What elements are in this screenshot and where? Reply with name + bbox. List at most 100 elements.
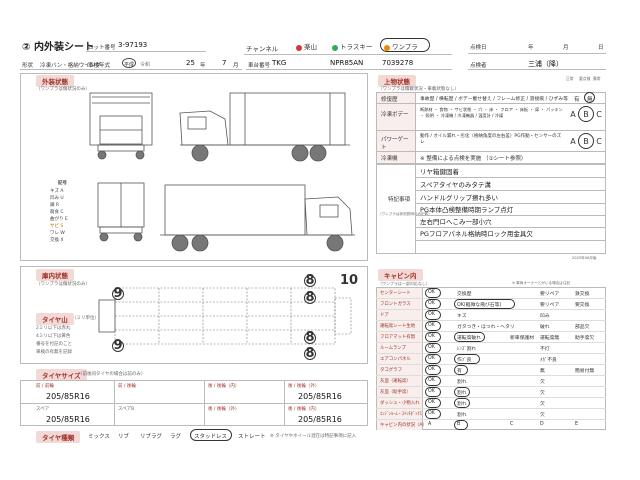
chassis-number: 7039278 [382,59,414,67]
cabin-option[interactable]: A [428,422,432,427]
cabin-option-selected[interactable]: OK [428,411,435,416]
legend-item: サビ S [50,224,64,229]
grade-b-selected[interactable]: B [583,110,589,119]
cabin-option[interactable]: 欠 [540,380,545,385]
cabin-option[interactable]: 運転席無 [540,336,560,341]
cabin-option[interactable]: 割れ [457,413,467,418]
year-label: 年 [528,45,534,51]
selection-circle [454,420,468,430]
reefer-body-label: 冷凍ボデー [381,112,409,118]
cabin-row-label: タコグラフ [380,368,402,373]
cabin-option[interactable]: E [575,422,579,427]
tire-type-heading: タイヤ種類 [36,431,81,443]
interior-note: （ワンプラは傷状況のみ） [36,282,90,287]
cabin-option-selected[interactable]: OK [428,334,435,339]
cabin-row-label: エアコンパネル [380,357,411,362]
cabin-option[interactable]: 破れ [540,325,550,330]
cabin-option[interactable]: 要リペア [540,303,560,308]
grade-option[interactable]: 有 [574,97,580,103]
cabin-option-selected[interactable]: OK [428,301,435,306]
tire-type-option[interactable]: ラグ [170,434,182,440]
cabin-option[interactable]: キズ [457,314,467,319]
cabin-option-selected[interactable]: OK [428,312,435,317]
cabin-option-selected[interactable]: OK [428,389,435,394]
cabin-option[interactable]: 割れ [457,380,467,385]
cabin-option[interactable]: 不灯 [540,347,550,352]
wanpura-dot-icon [384,44,390,51]
cabin-option[interactable]: D [540,422,544,427]
cabin-option[interactable]: ﾒｶﾞ不良 [540,358,557,363]
cabin-option-selected[interactable]: OK [428,400,435,405]
cabin-option[interactable]: 助手席欠 [575,336,595,341]
tire-type-option[interactable]: リブラグ [140,434,163,440]
cabin-option[interactable]: 無 [540,369,545,374]
tread-sub: （ミリ単位） [72,316,99,321]
cabin-option[interactable]: 交換歴 [457,292,472,297]
grade-c[interactable]: C [596,110,602,119]
cabin-option-selected[interactable]: OK [428,378,435,383]
cabin-row-label: ダッシュ・小物入れ [380,401,420,406]
cabin-row-label: ルームランプ [380,346,406,351]
cabin-option[interactable]: ガタつき・ほつれ・ヘタリ [457,325,515,330]
grade-option-selected[interactable]: 無 [587,97,593,103]
selection-circle [425,343,441,353]
cabin-option-selected[interactable]: 割れ [457,402,467,407]
grade-a[interactable]: A [570,110,576,119]
tire-label: 後 / 後輪（外） [288,384,320,389]
legend-item: キズ A [50,189,64,194]
special-item: リヤ箱鍵固着 [420,168,459,176]
tire-type-note: ※ タイヤやホイール混在は特記事項に記入 [270,434,357,439]
era-value: 平成 [124,62,135,68]
cabin-option[interactable]: 欠 [540,391,545,396]
cabin-option-selected[interactable]: OK [428,367,435,372]
cabin-option-selected[interactable]: 有 [457,369,462,374]
channel-option-wanpura[interactable]: ワンプラ [384,41,418,51]
grade-b-selected[interactable]: B [583,137,589,146]
cabin-option-selected[interactable]: OK [428,290,435,295]
shape-label: 形状 [22,63,34,69]
selected-channel-circle [380,38,430,52]
cabin-row-label: フロントガラス [380,302,411,307]
channel-option-trasky[interactable]: トラスキー [332,41,372,51]
cabin-option[interactable]: ﾚﾝｽﾞ割れ [457,347,477,352]
cabin-option-selected[interactable]: OK [428,345,435,350]
tire-type-option[interactable]: リブ [118,434,130,440]
legend-item: 曲がり E [50,217,68,222]
selection-circle [425,310,441,320]
channel-option-rakuzan[interactable]: 楽山 [296,41,317,51]
cabin-option[interactable]: 鉄交換 [575,292,590,297]
lot-label: ロット番号 [88,45,116,51]
tire-size-note: （前後同タイヤの場合は前のみ） [78,372,146,377]
grade-header: 正常 要点検 異常 [566,76,601,81]
page-title: ② 内外装シート [22,42,94,53]
cabin-option[interactable]: 欠 [540,402,545,407]
grade-c[interactable]: C [596,137,602,146]
cabin-option[interactable]: 簡易付無 [575,369,595,374]
selection-circle [425,387,441,397]
truck-other-side-view [160,184,355,252]
grade-a[interactable]: A [570,137,576,146]
cabin-option[interactable]: 要リペア [540,292,560,297]
cabin-option[interactable]: 部品欠 [575,325,590,330]
tire-type-option[interactable]: ストレート [238,434,266,440]
tread-rule: 番号を付記のこと [36,342,72,347]
cabin-option-selected[interactable]: 作ﾌﾞ良 [457,358,472,363]
cabin-option-selected[interactable]: OK [428,356,435,361]
cabin-option-selected[interactable]: OK(軽微な飛び石等) [457,303,502,308]
first-reg-year: 25 [186,59,195,67]
tire-type-option[interactable]: ミックス [88,434,110,440]
cabin-option[interactable]: C [510,422,514,427]
selection-circle [454,332,485,342]
exterior-frame [20,73,368,261]
cabin-option-selected[interactable]: 割れ [457,391,467,396]
cabin-option-selected[interactable]: OK [428,323,435,328]
tire-tread-rr-outer: 8 [305,346,315,361]
tire-type-option-selected[interactable]: スタッドレス [194,434,228,440]
cabin-option[interactable]: 欠 [540,413,545,418]
cabin-option[interactable]: 要交換 [575,303,590,308]
cabin-option[interactable]: 新車保護材 [510,336,534,341]
cabin-option-selected[interactable]: 運転席破れ [457,336,481,341]
cabin-option[interactable]: 凹み [540,314,550,319]
tire-label: 後 / 後輪（内） [208,384,240,389]
selection-circle [454,398,470,408]
